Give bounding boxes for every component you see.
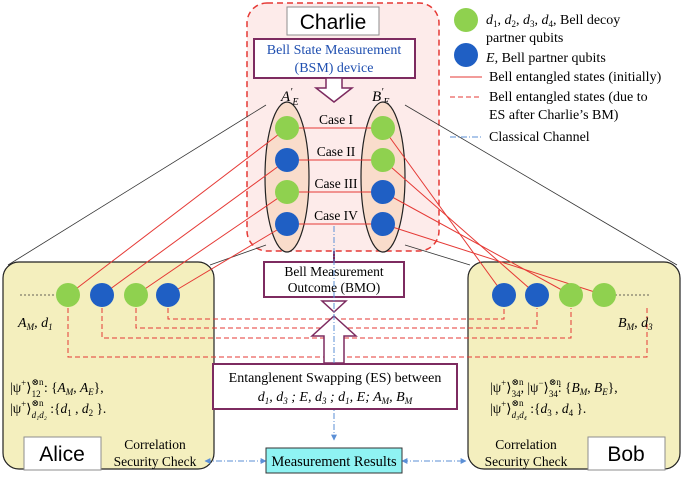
bob-ent-line-3 <box>382 191 572 296</box>
charlie-title: Charlie <box>300 11 367 34</box>
bob-ent-line-1 <box>382 127 505 296</box>
es-label-1: Entanglenent Swapping (ES) between <box>229 371 442 386</box>
alice-qubit-4 <box>156 283 180 307</box>
alice-check-2: Security Check <box>114 454 197 469</box>
alice-ent-line-4 <box>167 223 288 296</box>
alice-name-box <box>23 436 102 471</box>
ellipse-be <box>360 101 406 253</box>
bob-check-1: Correlation <box>495 437 557 452</box>
bob-qubit-label: BM, d3 <box>618 316 653 332</box>
bob-qubit-3 <box>559 283 583 307</box>
bob-name-box <box>587 436 666 471</box>
legend-solid-text: Bell entangled states (initially) <box>489 70 662 85</box>
bob-qubit-2 <box>525 283 549 307</box>
legend-decoy-1: d1, d2, d3, d4, Bell decoy <box>486 13 620 29</box>
bmo-label-2: Outcome (BMO) <box>288 280 381 295</box>
bob-ent-line-4 <box>382 223 605 296</box>
alice-connector-top <box>7 104 267 266</box>
alice-ent-line-1 <box>67 127 288 296</box>
legend-dashed-text-1: Bell entangled states (due to <box>489 90 648 105</box>
bob-name: Bob <box>607 443 644 466</box>
bob-check-2: Security Check <box>485 454 568 469</box>
bob-panel <box>467 261 681 470</box>
alice-check-1: Correlation <box>124 437 186 452</box>
measurement-results-label: Measurement Results <box>271 454 397 470</box>
bob-qubit-1 <box>492 283 516 307</box>
alice-connector-bottom <box>209 244 267 266</box>
bsm-device-label-2: (BSM) device <box>295 61 374 76</box>
bsm-down-arrow <box>313 77 355 103</box>
legend-decoy-2: partner qubits <box>486 31 563 46</box>
case-label-4: Case IV <box>314 208 358 223</box>
charlie-title-box <box>286 6 380 36</box>
legend-blue-qubit <box>454 43 478 67</box>
case-label-3: Case III <box>314 176 358 191</box>
legend-dashed-text-2: ES after Charlie’s BM) <box>489 108 619 123</box>
ellipse-ae <box>264 101 310 253</box>
ae-qubit-3 <box>275 180 299 204</box>
es-box <box>212 363 458 410</box>
alice-qubit-3 <box>124 283 148 307</box>
ae-qubit-4 <box>275 212 299 236</box>
alice-qubit-1 <box>56 283 80 307</box>
bob-connector-top <box>404 104 678 266</box>
alice-ent-line-2 <box>101 159 288 296</box>
legend-green-qubit <box>454 8 478 32</box>
bsm-device-box <box>253 38 416 79</box>
bsm-device-label-1: Bell State Measurement <box>267 43 402 58</box>
es-label-2: d1, d3 ; E, d3 ; d1, E; AM, BM <box>258 390 413 406</box>
ae-qubit-1 <box>275 116 299 140</box>
be-qubit-4 <box>371 212 395 236</box>
case-label-1: Case I <box>319 112 354 127</box>
bob-qubit-4 <box>592 283 616 307</box>
be-qubit-3 <box>371 180 395 204</box>
ae-qubit-2 <box>275 148 299 172</box>
measurement-results-box <box>265 447 403 474</box>
alice-ent-line-3 <box>135 191 288 296</box>
case-label-2: Case II <box>317 144 356 159</box>
legend-partner: E, Bell partner qubits <box>485 51 606 66</box>
legend-dashdot-text: Classical Channel <box>489 130 590 145</box>
alice-name: Alice <box>39 443 85 466</box>
alice-qubit-label: AM, d1 <box>17 316 53 332</box>
es-dashed-1 <box>67 308 648 358</box>
be-qubit-1 <box>371 116 395 140</box>
alice-qubit-2 <box>90 283 114 307</box>
bob-ent-line-2 <box>382 159 538 296</box>
bob-connector-bottom <box>404 244 471 266</box>
be-qubit-2 <box>371 148 395 172</box>
